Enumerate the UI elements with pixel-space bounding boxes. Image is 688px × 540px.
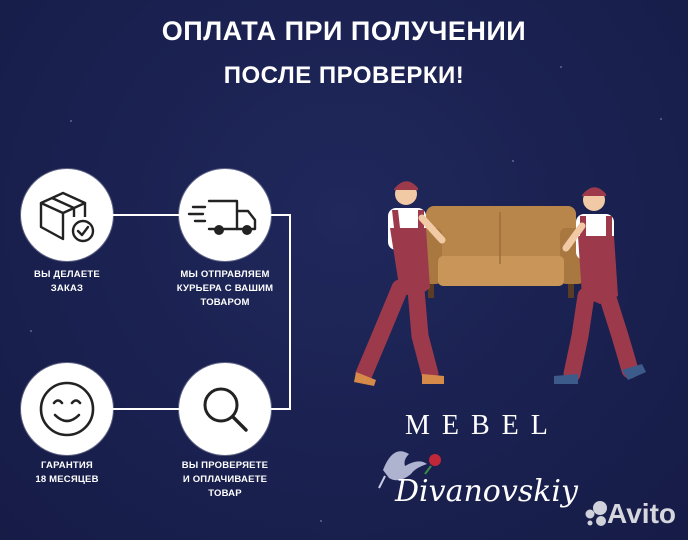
sofa-illustration [418, 206, 584, 298]
step-delivery-label-line: КУРЬЕРА С ВАШИМ [176, 283, 274, 294]
decor-dot [512, 160, 514, 162]
smile-icon [39, 381, 95, 437]
right-mover-illustration [554, 187, 646, 384]
decor-dot [30, 330, 32, 332]
headline-line-1: ОПЛАТА ПРИ ПОЛУЧЕНИИ [161, 16, 527, 46]
headline-line-2: ПОСЛЕ ПРОВЕРКИ! [223, 62, 465, 89]
connector-line [271, 408, 291, 410]
left-mover-illustration [354, 181, 446, 386]
step-warranty-label-line: ГАРАНТИЯ [41, 460, 93, 471]
step-inspect-circle [179, 363, 271, 455]
connector-line [113, 408, 179, 410]
step-delivery-label-line: МЫ ОТПРАВЛЯЕМ [180, 269, 270, 280]
step-order-circle [21, 169, 113, 261]
step-warranty-circle [21, 363, 113, 455]
avito-watermark: Avito [607, 498, 676, 529]
step-warranty-label: ГАРАНТИЯ 18 МЕСЯЦЕВ [14, 459, 120, 487]
step-delivery-label: МЫ ОТПРАВЛЯЕМ КУРЬЕРА С ВАШИМ ТОВАРОМ [162, 268, 288, 310]
step-order-label: ВЫ ДЕЛАЕТЕ ЗАКАЗ [14, 268, 120, 296]
step-inspect-label-line: И ОПЛАЧИВАЕТЕ [182, 474, 268, 485]
connector-line [289, 214, 291, 410]
brand-script-name: Divanovskiy [395, 474, 578, 509]
step-delivery-label-line: ТОВАРОМ [200, 297, 250, 308]
decor-dot [560, 66, 562, 68]
decor-dot [320, 520, 322, 522]
brand-name: MEBEL [405, 410, 560, 441]
magnifier-icon [203, 387, 248, 432]
connector-line [113, 214, 179, 216]
connector-line [271, 214, 291, 216]
package-check-icon [39, 191, 95, 243]
step-inspect-label-line: ВЫ ПРОВЕРЯЕТЕ [181, 460, 269, 471]
decor-dot [70, 120, 72, 122]
step-delivery-circle [179, 169, 271, 261]
step-inspect-label: ВЫ ПРОВЕРЯЕТЕ И ОПЛАЧИВАЕТЕ ТОВАР [162, 459, 288, 501]
decor-dot [660, 118, 662, 120]
step-order-label-line: ВЫ ДЕЛАЕТЕ [34, 269, 100, 280]
movers-illustration [354, 181, 646, 386]
step-inspect-label-line: ТОВАР [208, 488, 242, 499]
bird-rose-icon [378, 451, 441, 489]
avito-logo-icon [585, 501, 607, 526]
delivery-truck-icon [187, 199, 257, 235]
step-order-label-line: ЗАКАЗ [50, 283, 84, 294]
step-warranty-label-line: 18 МЕСЯЦЕВ [35, 474, 99, 485]
